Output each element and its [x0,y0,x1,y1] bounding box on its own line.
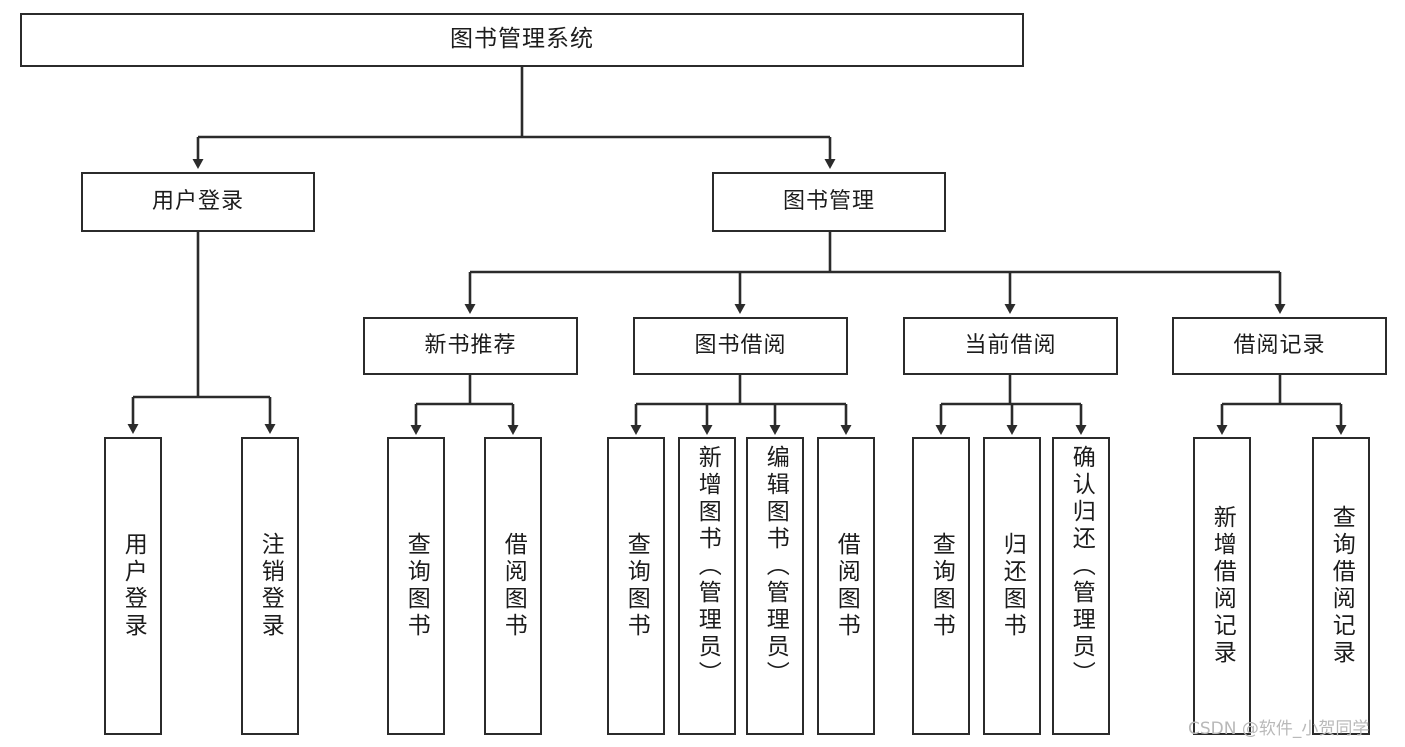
leaf-confirm-return[interactable]: 确认归还（管理员） [1052,437,1110,735]
leaf-borrow-book[interactable]: 借阅图书 [817,437,875,735]
node-borrow-record[interactable]: 借阅记录 [1172,317,1387,375]
leaf-add-record-label: 新增借阅记录 [1209,505,1236,667]
node-user-login[interactable]: 用户登录 [81,172,315,232]
leaf-query-book-label: 查询图书 [623,532,650,640]
node-current-borrow[interactable]: 当前借阅 [903,317,1118,375]
leaf-query-book-cur-label: 查询图书 [928,532,955,640]
leaf-add-book-label: 新增图书（管理员） [694,445,721,688]
leaf-return-book-label: 归还图书 [999,532,1026,640]
node-book-manage[interactable]: 图书管理 [712,172,946,232]
node-root[interactable]: 图书管理系统 [20,13,1024,67]
node-new-book-rec-label: 新书推荐 [424,333,517,359]
leaf-add-record[interactable]: 新增借阅记录 [1193,437,1251,735]
leaf-query-book-cur[interactable]: 查询图书 [912,437,970,735]
leaf-user-logout[interactable]: 注销登录 [241,437,299,735]
leaf-add-book[interactable]: 新增图书（管理员） [678,437,736,735]
leaf-user-login-label: 用户登录 [120,532,147,640]
leaf-user-login[interactable]: 用户登录 [104,437,162,735]
node-book-borrow[interactable]: 图书借阅 [633,317,848,375]
leaf-query-record-label: 查询借阅记录 [1328,505,1355,667]
leaf-borrow-book-rec-label: 借阅图书 [500,532,527,640]
leaf-edit-book[interactable]: 编辑图书（管理员） [746,437,804,735]
leaf-borrow-book-rec[interactable]: 借阅图书 [484,437,542,735]
node-book-borrow-label: 图书借阅 [694,333,787,359]
leaf-return-book[interactable]: 归还图书 [983,437,1041,735]
node-book-manage-label: 图书管理 [782,189,875,215]
csdn-watermark: CSDN @软件_小贺同学 [1188,719,1370,739]
leaf-query-book-rec[interactable]: 查询图书 [387,437,445,735]
leaf-confirm-return-label: 确认归还（管理员） [1068,445,1095,688]
leaf-query-book[interactable]: 查询图书 [607,437,665,735]
node-user-login-label: 用户登录 [151,189,244,215]
leaf-edit-book-label: 编辑图书（管理员） [762,445,789,688]
leaf-query-book-rec-label: 查询图书 [403,532,430,640]
leaf-user-logout-label: 注销登录 [257,532,284,640]
node-new-book-rec[interactable]: 新书推荐 [363,317,578,375]
leaf-borrow-book-label: 借阅图书 [833,532,860,640]
node-borrow-record-label: 借阅记录 [1233,333,1326,359]
node-current-borrow-label: 当前借阅 [964,333,1057,359]
leaf-query-record[interactable]: 查询借阅记录 [1312,437,1370,735]
node-root-label: 图书管理系统 [450,26,594,53]
